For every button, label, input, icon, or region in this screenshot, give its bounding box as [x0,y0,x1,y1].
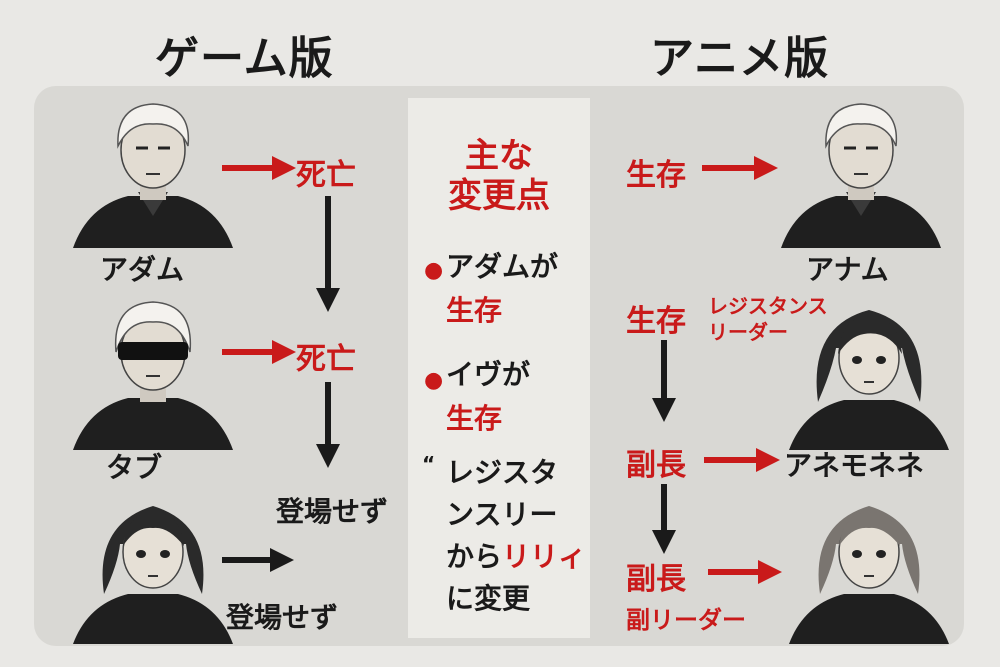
change3-line1: レジスタ [446,456,559,489]
change2-line2: 生存 [446,402,503,435]
eve-game-portrait [73,506,233,644]
resistance-leader-portrait [789,310,949,450]
change1-line2: 生存 [446,294,503,327]
change3-line2: ンスリー [446,498,558,531]
game-chain-end: 登場せず [276,495,389,528]
anime-anam-name: アナム [806,253,889,286]
game-adam-status: 死亡 [296,158,356,193]
change1-line1: アダムが [446,250,559,283]
game-eve-status: 登場せず [226,601,339,634]
change3-line4: に変更 [446,582,531,615]
anime-anam-status: 生存 [626,158,686,193]
bullet-1: ● [424,258,444,283]
game-nines-name: タブ [106,451,163,484]
anime-version-header: アニメ版 [650,33,830,84]
changes-column [408,98,590,638]
change3-lily: リリィ [502,540,587,573]
changes-title-line2: 変更点 [448,176,550,216]
game-version-header: ゲーム版 [155,33,334,84]
change2-line1: イヴが [446,358,531,391]
changes-title-line1: 主な [465,136,533,176]
bullet-3: “ [422,452,436,476]
bullet-2: ● [424,368,444,393]
adam-portrait [73,103,233,248]
change3-line3: からリリィ [446,536,586,578]
anime-anemone-name: アネモネネ [784,449,925,482]
anime-lily-note: 副リーダー [626,606,746,634]
anime-leader-status: 生存 [626,304,686,339]
anime-lily-status: 副長 [626,562,686,597]
anime-leader-note-line2: リーダー [708,320,788,344]
game-nines-status: 死亡 [296,342,356,377]
game-adam-name: アダム [100,253,185,286]
anam-portrait [781,103,941,248]
lily-portrait [789,506,949,644]
anime-anemone-status: 副長 [626,448,686,483]
change3-from: から [446,540,503,573]
nines-portrait [73,301,233,450]
anime-leader-note-line1: レジスタンス [708,294,828,318]
